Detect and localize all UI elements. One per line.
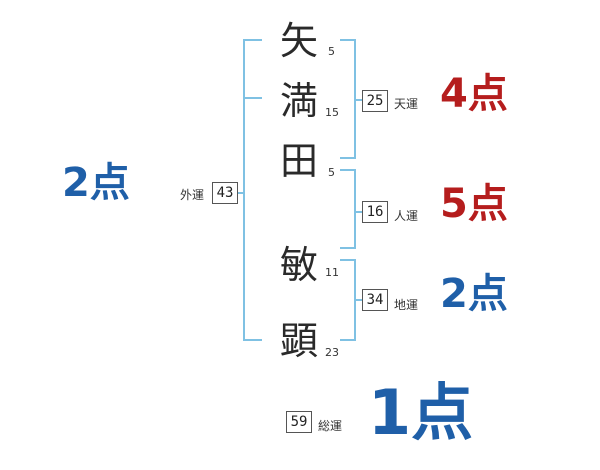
souun-label: 総運 — [318, 419, 343, 433]
jinun-bracket — [340, 169, 356, 249]
char-2: 満 — [280, 79, 319, 123]
gaiun-bracket — [243, 39, 262, 341]
chiun-bracket — [340, 259, 356, 341]
char-1: 矢 — [280, 19, 319, 63]
char-4-strokes: 11 — [325, 266, 339, 279]
gaiun-label: 外運 — [180, 188, 205, 202]
jinun-value-box: 16 — [362, 201, 388, 223]
char-5-strokes: 23 — [325, 346, 339, 359]
souun-value-box: 59 — [286, 411, 312, 433]
chiun-score: 2点 — [440, 271, 508, 317]
char-5: 顕 — [280, 319, 319, 363]
chiun-label: 地運 — [394, 298, 419, 312]
char-3: 田 — [280, 139, 319, 183]
chiun-value-box: 34 — [362, 289, 388, 311]
tenun-bracket — [340, 39, 356, 159]
souun-score: 1点 — [368, 376, 474, 449]
jinun-label: 人運 — [394, 209, 419, 223]
tenun-value-box: 25 — [362, 90, 388, 112]
gaiun-value-box: 43 — [212, 182, 238, 204]
tenun-score: 4点 — [440, 71, 508, 117]
char-1-strokes: 5 — [328, 45, 335, 58]
char-4: 敏 — [280, 243, 319, 287]
char-3-strokes: 5 — [328, 166, 335, 179]
jinun-score: 5点 — [440, 181, 508, 227]
tenun-label: 天運 — [394, 97, 419, 111]
gaiun-score: 2点 — [62, 160, 130, 206]
char-2-strokes: 15 — [325, 106, 339, 119]
